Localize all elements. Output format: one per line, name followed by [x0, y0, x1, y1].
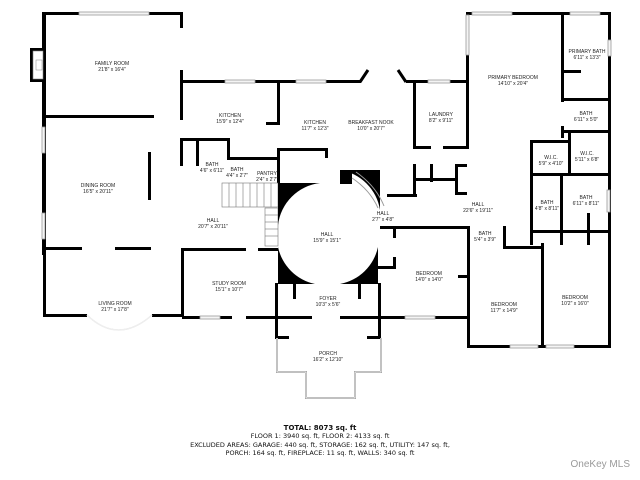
watermark: OneKey MLS — [570, 459, 630, 470]
family-room-walls — [30, 11, 183, 118]
excluded-areas-cont: PORCH: 164 sq. ft, FIREPLACE: 11 sq. ft,… — [225, 448, 415, 457]
total-area: TOTAL: 8073 sq. ft — [283, 424, 357, 432]
room-label-wic-1: W.I.C.5'9" x 4'10" — [538, 155, 564, 167]
bedroom-walls — [378, 226, 611, 349]
foyer-porch-walls — [182, 283, 382, 399]
primary-suite-walls — [465, 11, 612, 347]
living-room-walls — [43, 248, 184, 331]
excluded-areas: EXCLUDED AREAS: GARAGE: 440 sq. ft, STOR… — [190, 440, 450, 449]
area-summary: TOTAL: 8073 sq. ft FLOOR 1: 3940 sq. ft,… — [0, 424, 640, 457]
floor-areas: FLOOR 1: 3940 sq. ft, FLOOR 2: 4133 sq. … — [250, 432, 390, 441]
dining-room-walls — [41, 115, 151, 255]
kitchen-walls — [180, 69, 408, 125]
study-walls — [182, 248, 278, 251]
laundry-walls — [387, 12, 469, 197]
rotunda-walls — [278, 170, 385, 284]
bath-pantry-walls — [180, 138, 328, 247]
room-label-wic-2: W.I.C.5'11" x 6'8" — [574, 151, 600, 163]
